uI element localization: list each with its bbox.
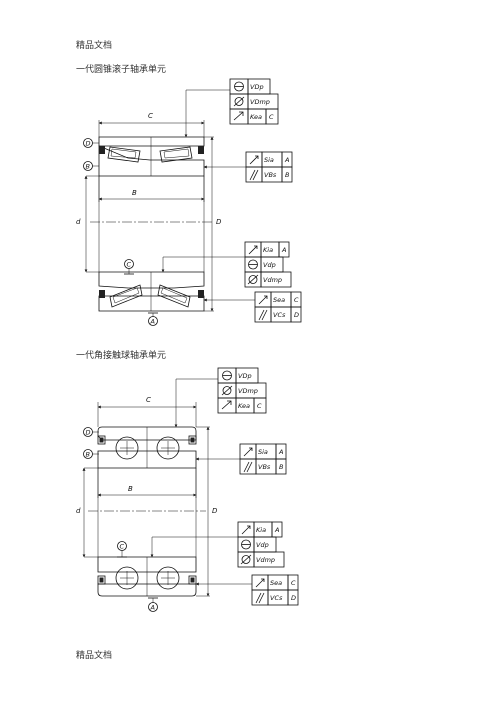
- dim-B-2: B: [128, 485, 133, 493]
- tol-frame-mid-2: Sia A VBs B: [195, 443, 287, 475]
- tol-Sia: Sia: [264, 156, 274, 164]
- tol-Kea-ref-2: C: [257, 402, 262, 410]
- tol-Sea: Sea: [273, 296, 285, 304]
- dim-C: C: [148, 112, 153, 120]
- tol-frame-top-2: VDp VDmp Kea C: [174, 367, 267, 428]
- tol-VCs-ref: D: [294, 311, 299, 319]
- datum-B-2: B: [86, 451, 91, 459]
- tol-Sia-2: Sia: [258, 448, 268, 456]
- tol-Kea: Kea: [250, 113, 262, 121]
- tol-VDmp-2: VDmp: [238, 387, 258, 395]
- tol-frame-mid: Sia A VBs B: [203, 151, 293, 183]
- tol-Kea-2: Kea: [238, 402, 250, 410]
- tol-Sia-ref: A: [284, 156, 289, 164]
- tol-Kia: Kia: [263, 246, 273, 254]
- tapered-upper-section: [98, 136, 205, 177]
- tol-VDp-2: VDp: [238, 372, 252, 380]
- dim-d-2: d: [76, 507, 81, 515]
- tol-VCs-2: VCs: [270, 594, 283, 602]
- tol-VDp: VDp: [250, 83, 264, 91]
- dim-d: d: [76, 218, 81, 226]
- section-title-tapered: 一代圆锥滚子轴承单元: [76, 65, 167, 75]
- dim-C-2: C: [146, 396, 151, 404]
- tol-VBs-ref-2: B: [279, 463, 284, 471]
- tol-Kea-ref: C: [269, 113, 274, 121]
- tol-Kia-ref-2: A: [274, 526, 279, 534]
- tol-frame-low-2: Kia A Vdp Vdmp: [150, 521, 285, 568]
- tol-frame-top: VDp VDmp Kea C: [184, 78, 279, 138]
- datum-D: D: [86, 140, 91, 148]
- tol-VCs: VCs: [273, 311, 286, 319]
- tol-VDmp: VDmp: [250, 98, 270, 106]
- tol-VBs-ref: B: [285, 171, 290, 179]
- tol-Vdmp-2: Vdmp: [256, 556, 275, 564]
- dim-D-2: D: [212, 507, 218, 515]
- tol-frame-low: Kia A Vdp Vdmp: [161, 241, 292, 288]
- tol-Kia-2: Kia: [256, 526, 266, 534]
- dim-B: B: [132, 189, 137, 197]
- tol-VBs-2: VBs: [258, 463, 271, 471]
- tol-VCs-ref-2: D: [291, 594, 296, 602]
- tol-VBs: VBs: [264, 171, 277, 179]
- datum-A: A: [150, 318, 155, 326]
- tapered-roller-drawing: VDp VDmp Kea C C D B: [76, 78, 302, 326]
- tapered-lower-section: [98, 271, 205, 312]
- tol-Sea-ref-2: C: [291, 579, 296, 587]
- page-footer: 精品文档: [76, 651, 113, 661]
- ball-upper-section: [97, 426, 197, 469]
- dim-D: D: [216, 218, 222, 226]
- datum-D-2: D: [86, 429, 91, 437]
- tol-frame-bot: Sea C VCs D: [203, 291, 302, 323]
- datum-A-2: A: [150, 604, 155, 612]
- tol-Kia-ref: A: [281, 246, 286, 254]
- tol-Vdmp: Vdmp: [263, 276, 282, 284]
- ball-lower-section: [97, 556, 197, 597]
- tol-Sea-ref: C: [294, 296, 299, 304]
- ball-bearing-drawing: VDp VDmp Kea C C D B: [76, 367, 299, 612]
- tol-Sea-2: Sea: [270, 579, 282, 587]
- tol-frame-bot-2: Sea C VCs D: [195, 574, 299, 606]
- tol-Sia-ref-2: A: [278, 448, 283, 456]
- page-header: 精品文档: [76, 41, 113, 51]
- datum-C-2: C: [120, 543, 125, 551]
- datum-B: B: [86, 163, 91, 171]
- tol-Vdp: Vdp: [263, 261, 276, 269]
- section-title-ball: 一代角接触球轴承单元: [76, 351, 167, 361]
- datum-C: C: [127, 261, 132, 269]
- tol-Vdp-2: Vdp: [256, 541, 269, 549]
